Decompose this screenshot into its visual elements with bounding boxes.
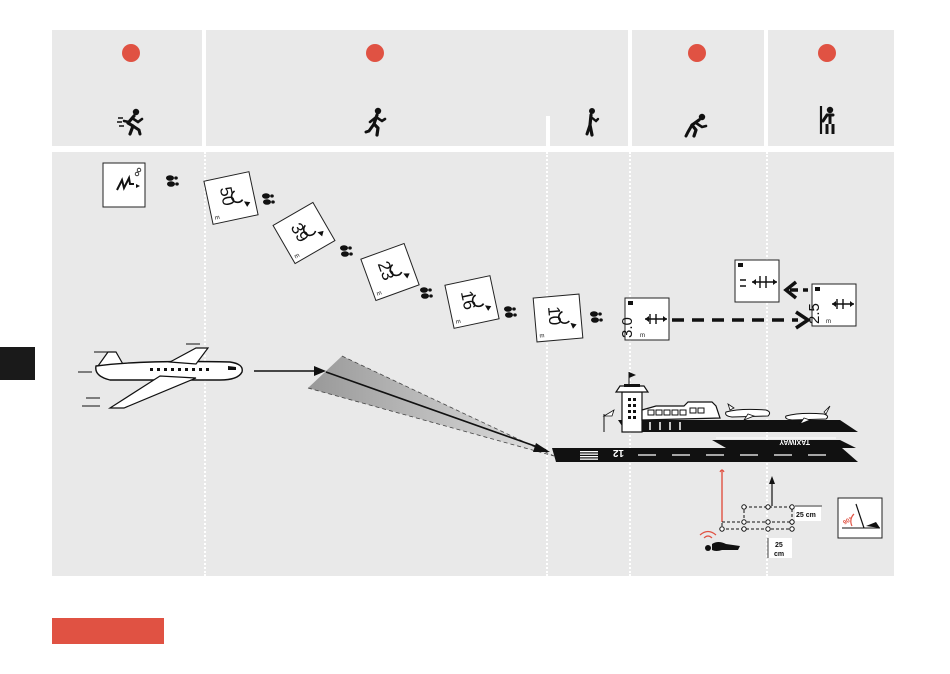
fine-display-3-0: 3.0 m bbox=[619, 298, 669, 340]
distance-display-39: 39 m bbox=[273, 202, 335, 263]
distance-display-23: 23 m bbox=[361, 243, 419, 300]
distance-display-10: 10 m bbox=[533, 294, 583, 342]
distance-display-16: 16 m bbox=[445, 276, 499, 329]
airplane-icon bbox=[78, 344, 242, 408]
fine-display-probe bbox=[735, 260, 779, 302]
runway-number: 12 bbox=[612, 447, 624, 458]
distance-value: 16 bbox=[457, 289, 480, 311]
grid-label-vertical-top: 25 bbox=[775, 542, 783, 549]
fine-display-2-5: 2.5 m bbox=[806, 284, 856, 326]
footprint bbox=[590, 311, 603, 323]
svg-text:m: m bbox=[539, 333, 545, 339]
probe-angle-display: 90° bbox=[838, 498, 882, 538]
footprint bbox=[340, 245, 353, 257]
distance-display-50: 50 m bbox=[204, 172, 258, 225]
signal-display bbox=[103, 163, 145, 207]
svg-text:m: m bbox=[826, 319, 831, 325]
svg-text:m: m bbox=[640, 333, 645, 339]
airport-illustration: TAXIWAY 12 bbox=[552, 372, 858, 462]
footprint bbox=[166, 175, 179, 187]
footprint bbox=[420, 287, 433, 299]
probe-grid: 25 cm 25 cm bbox=[720, 470, 822, 558]
taxiway-label: TAXIWAY bbox=[779, 438, 810, 445]
footprint bbox=[504, 306, 517, 318]
distance-value: 50 bbox=[216, 185, 239, 207]
buried-victim-icon bbox=[700, 532, 740, 552]
grid-label-vertical-bottom: cm bbox=[774, 551, 784, 558]
grid-label-horizontal: 25 cm bbox=[796, 512, 816, 519]
svg-text:3.0: 3.0 bbox=[619, 317, 636, 338]
footprint bbox=[262, 193, 275, 205]
approach-line bbox=[326, 372, 546, 450]
